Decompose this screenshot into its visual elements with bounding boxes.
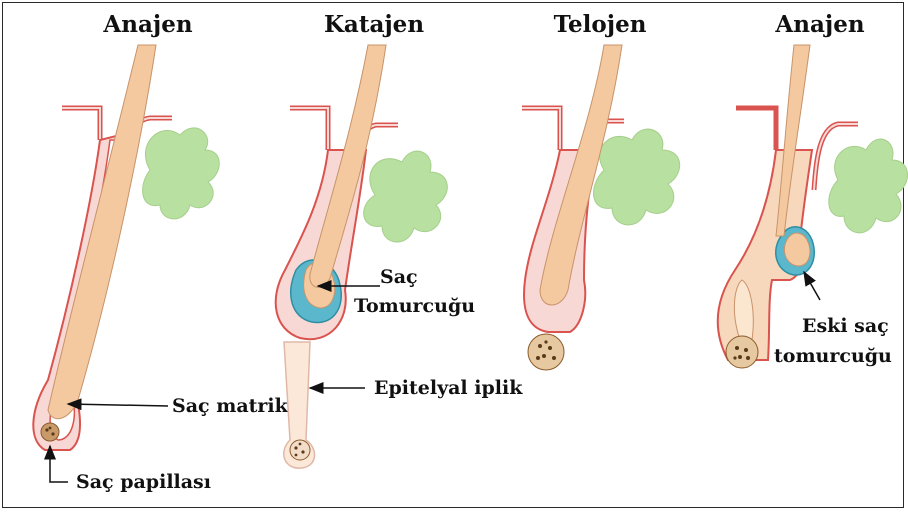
hair-shaft (48, 45, 156, 419)
label-hair-matrix: Saç matriksi (172, 395, 306, 417)
arrow-hair-matrix (68, 404, 168, 406)
label-hair-bud-line2: Tomurcuğu (354, 295, 475, 317)
label-hair-bud-line1: Saç (380, 266, 418, 288)
sebaceous-gland (364, 151, 448, 242)
arrow-old-hair-bud (804, 272, 820, 300)
catagen-follicle (276, 45, 448, 468)
hair-papilla (41, 423, 59, 441)
stage-title-anagen-1: Anajen (102, 11, 192, 38)
sebaceous-gland (829, 139, 908, 233)
telogen-follicle (522, 45, 680, 370)
sebaceous-gland (143, 128, 220, 219)
arrow-hair-papilla (50, 446, 68, 482)
epidermis-left (522, 108, 560, 150)
stage-title-telogen: Telojen (554, 11, 647, 38)
epidermis-left (736, 108, 776, 150)
hair-papilla (726, 336, 758, 368)
old-club-hair (784, 233, 810, 266)
label-epithelial-strand: Epitelyal iplik (374, 377, 523, 399)
label-hair-papilla: Saç papillası (76, 471, 211, 493)
epidermis-left (290, 108, 328, 150)
label-old-hair-bud-line2: tomurcuğu (774, 345, 892, 367)
epidermis-left (62, 108, 100, 140)
sebaceous-gland (594, 129, 680, 225)
anagen-follicle-1 (33, 45, 219, 450)
label-old-hair-bud-line1: Eski saç (802, 315, 889, 337)
hair-papilla (528, 334, 564, 370)
stage-title-anagen-2: Anajen (774, 11, 864, 38)
stage-title-catagen: Katajen (324, 11, 424, 38)
